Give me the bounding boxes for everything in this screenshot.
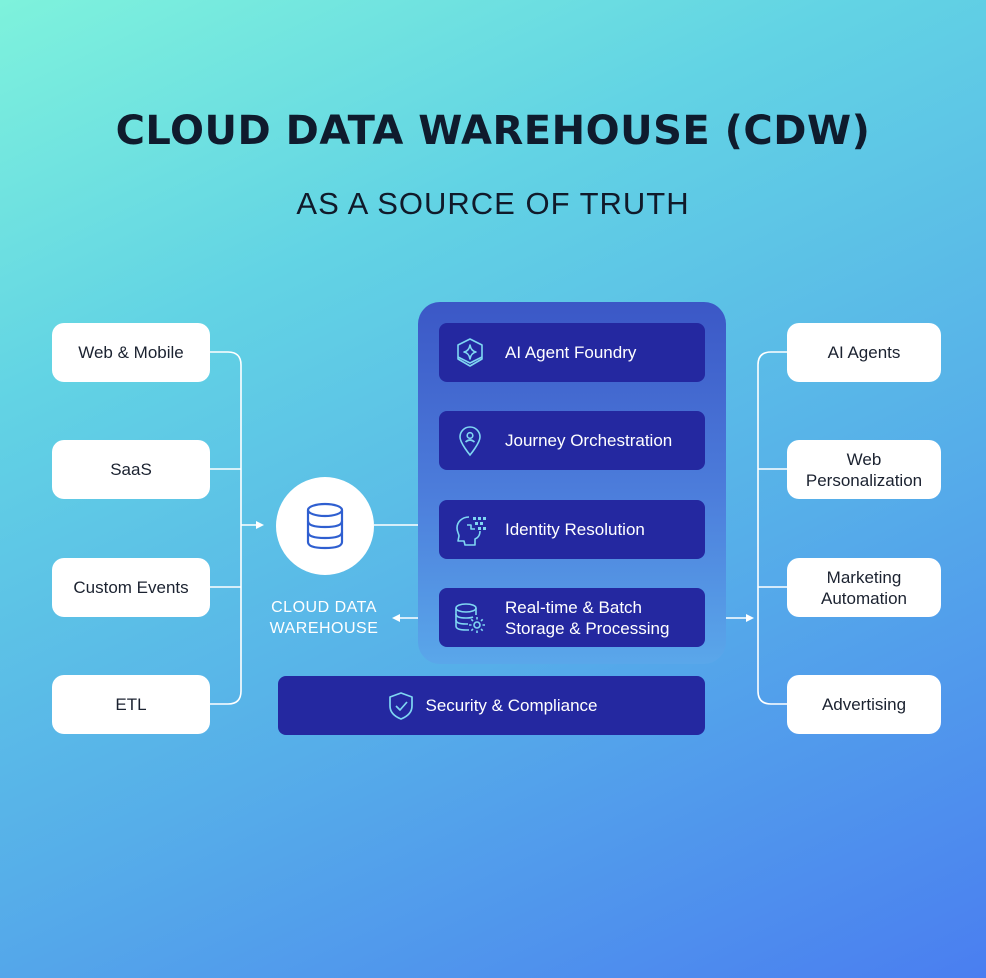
shield-check-icon xyxy=(386,690,416,722)
destination-ai-agents: AI Agents xyxy=(787,323,941,382)
arrowhead-right xyxy=(256,521,264,529)
diagram-subtitle: AS A SOURCE OF TRUTH xyxy=(296,186,690,221)
ai-head-icon xyxy=(453,513,487,547)
right-bracket-line xyxy=(757,351,787,705)
ai-agent-foundry-box: AI Agent Foundry xyxy=(439,323,705,382)
destination-web-personalization: Web Personalization xyxy=(787,440,941,499)
cloud-data-warehouse-label: CLOUD DATA WAREHOUSE xyxy=(269,599,379,637)
storage-processing-label: Real-time & Batch Storage & Processing xyxy=(505,597,670,638)
source-web-mobile: Web & Mobile xyxy=(52,323,210,382)
location-pin-icon xyxy=(453,424,487,458)
database-gear-icon xyxy=(453,601,487,635)
journey-orchestration-box: Journey Orchestration xyxy=(439,411,705,470)
security-compliance-bar: Security & Compliance xyxy=(278,676,705,735)
destination-marketing-automation: Marketing Automation xyxy=(787,558,941,617)
cloud-data-warehouse-node xyxy=(276,477,374,575)
source-saas: SaaS xyxy=(52,440,210,499)
ai-foundry-icon xyxy=(453,336,487,370)
database-icon xyxy=(306,502,344,550)
arrowhead-right xyxy=(746,614,754,622)
source-custom-events: Custom Events xyxy=(52,558,210,617)
identity-resolution-box: Identity Resolution xyxy=(439,500,705,559)
diagram-title: CLOUD DATA WAREHOUSE (CDW) xyxy=(115,108,871,154)
destination-advertising: Advertising xyxy=(787,675,941,734)
arrowhead-left xyxy=(392,614,400,622)
storage-processing-box: Real-time & Batch Storage & Processing xyxy=(439,588,705,647)
source-etl: ETL xyxy=(52,675,210,734)
left-bracket-line xyxy=(210,351,242,705)
